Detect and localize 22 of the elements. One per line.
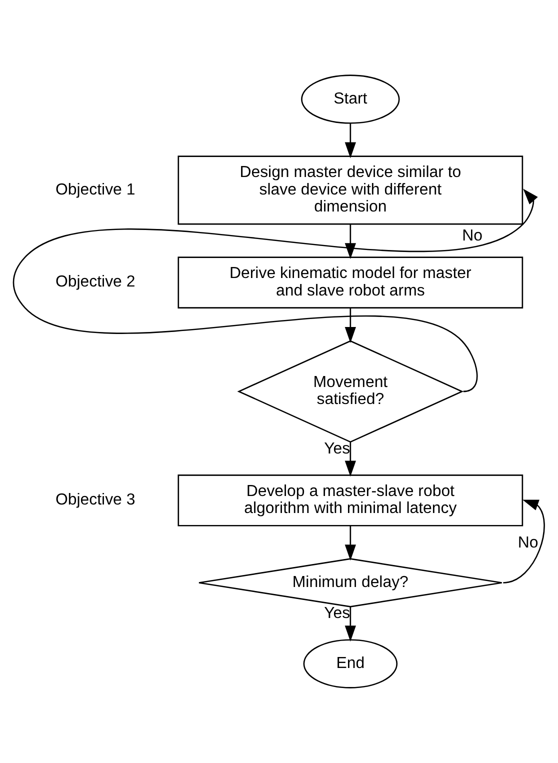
edge-label: Yes <box>324 605 350 622</box>
edge-label: Yes <box>324 440 350 458</box>
arrow <box>344 606 356 642</box>
node-diamond: Minimum delay? <box>198 558 502 608</box>
node-diamond: Movement satisfied? <box>237 340 464 443</box>
arrow <box>344 123 356 158</box>
node-box: Develop a master-slave robot algorithm with minimal latency <box>178 474 524 526</box>
arrow <box>344 224 356 260</box>
arrow <box>503 500 545 584</box>
node-box: Derive kinematic model for master and slave robot arms <box>178 256 524 308</box>
arrow <box>13 188 538 392</box>
node-label: Objective 1 <box>56 181 136 198</box>
node-label: Objective 2 <box>56 274 136 291</box>
node-ellipse: End <box>303 639 398 688</box>
node-label: Objective 3 <box>56 492 136 509</box>
arrow <box>344 308 356 343</box>
edge-label: No <box>518 534 538 552</box>
node-box: Design master device similar to slave device with different dimension <box>178 156 524 225</box>
node-ellipse: Start <box>301 74 400 124</box>
edge-label: No <box>462 227 483 244</box>
arrow <box>344 526 356 561</box>
arrow <box>344 442 356 477</box>
